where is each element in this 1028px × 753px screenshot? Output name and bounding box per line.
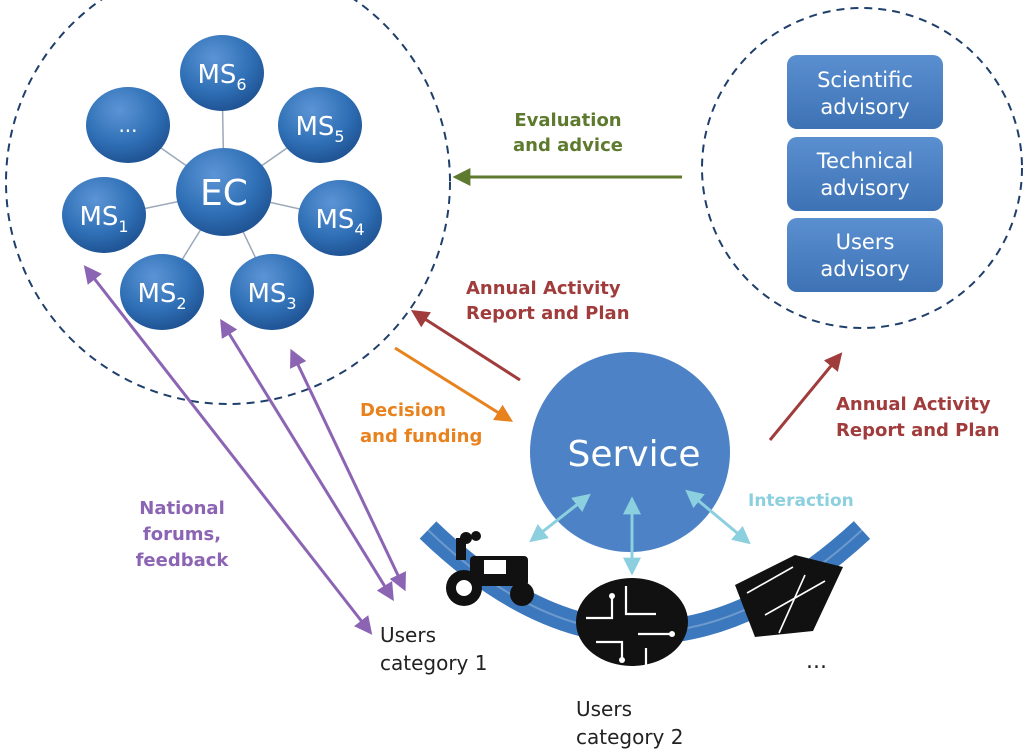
annual-report-left-arrow [410, 310, 521, 382]
service-node: Service [530, 352, 730, 552]
svg-text:Report and Plan: Report and Plan [836, 420, 1000, 441]
svg-text:advisory: advisory [820, 176, 909, 200]
national-forums-label: National forums, feedback [136, 498, 230, 571]
forums-arrow-3 [290, 348, 406, 592]
users-advisory-box: Users advisory [787, 218, 943, 292]
svg-text:and funding: and funding [360, 426, 482, 447]
node-ms4: MS4 [298, 180, 382, 256]
interaction-arrow-right [685, 489, 751, 545]
tractor-icon [446, 531, 534, 606]
annual-report-right-label: Annual Activity Report and Plan [836, 394, 1000, 441]
node-ms3: MS3 [230, 254, 314, 330]
users-category-2-label: Users category 2 [576, 697, 683, 749]
decision-funding-arrow [394, 346, 514, 422]
forums-arrow-1 [83, 265, 373, 635]
svg-text:Users: Users [380, 623, 436, 647]
advisory-boundary [701, 7, 1023, 329]
decision-funding-label: Decision and funding [360, 400, 482, 447]
svg-text:Scientific: Scientific [817, 68, 913, 92]
annual-report-right-arrow [768, 352, 843, 441]
node-ms5: MS5 [278, 87, 362, 163]
svg-text:National: National [139, 498, 224, 519]
users-category-1-label: Users category 1 [380, 623, 487, 675]
svg-text:forums,: forums, [143, 524, 221, 545]
technical-advisory-box: Technical advisory [787, 137, 943, 211]
svg-text:and advice: and advice [513, 135, 623, 156]
svg-text:Users: Users [836, 230, 895, 254]
svg-text:MS1: MS1 [79, 202, 128, 236]
interaction-arrow-left [529, 493, 591, 543]
node-ms2: MS2 [120, 254, 204, 330]
forums-arrow-2 [220, 318, 394, 602]
users-more-label: ... [806, 649, 827, 674]
svg-text:MS4: MS4 [315, 205, 364, 239]
svg-text:MS5: MS5 [295, 112, 344, 146]
svg-text:...: ... [118, 113, 137, 137]
svg-text:Technical: Technical [816, 149, 913, 173]
svg-text:Annual Activity: Annual Activity [466, 278, 621, 299]
evaluation-label: Evaluation and advice [513, 110, 623, 156]
node-ms1: MS1 [62, 177, 146, 253]
interaction-label: Interaction [748, 491, 854, 511]
svg-text:Users: Users [576, 697, 632, 721]
svg-text:category 1: category 1 [380, 651, 487, 675]
node-ms6: MS6 [180, 35, 264, 111]
node-more: ... [86, 87, 170, 163]
svg-text:Annual Activity: Annual Activity [836, 394, 991, 415]
svg-text:Evaluation: Evaluation [514, 110, 621, 131]
svg-text:EC: EC [200, 173, 248, 214]
brain-icon [576, 578, 688, 666]
svg-text:advisory: advisory [820, 257, 909, 281]
ec-cluster-boundary [5, 0, 451, 405]
annual-report-left-label: Annual Activity Report and Plan [466, 278, 630, 324]
svg-text:advisory: advisory [820, 95, 909, 119]
svg-text:category 2: category 2 [576, 725, 683, 749]
svg-text:Report and Plan: Report and Plan [466, 303, 630, 324]
svg-text:feedback: feedback [136, 550, 230, 571]
svg-text:MS6: MS6 [197, 60, 246, 94]
svg-text:Service: Service [567, 434, 700, 475]
scientific-advisory-box: Scientific advisory [787, 55, 943, 129]
satellite-icon [735, 555, 843, 637]
svg-text:Decision: Decision [360, 400, 446, 421]
node-ec: EC [176, 148, 272, 236]
